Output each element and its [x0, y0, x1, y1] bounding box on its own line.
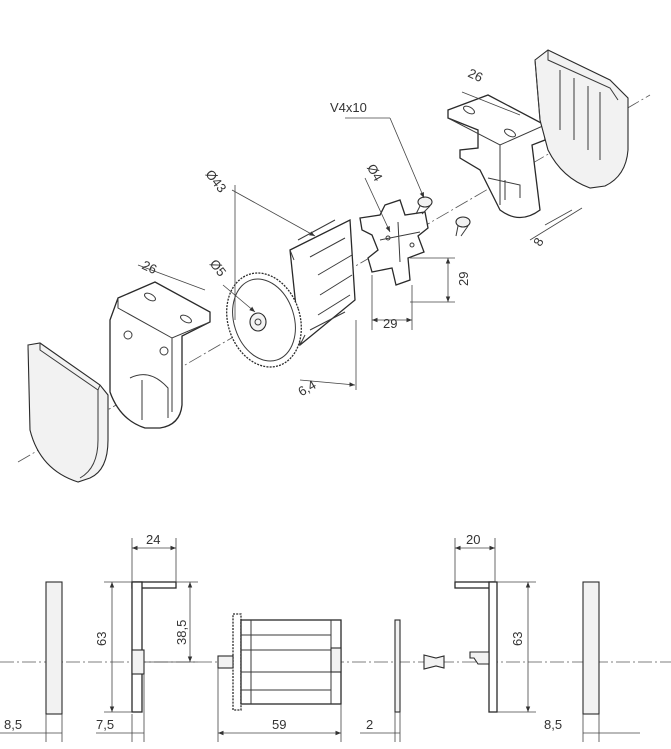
label-h63-right: 63 [510, 632, 525, 646]
left-cap-side [45, 581, 63, 715]
label-w26-right: 26 [466, 65, 485, 85]
label-8: 8 [530, 235, 547, 249]
label-d4: Ø4 [364, 161, 386, 184]
label-w24: 24 [146, 532, 160, 547]
left-bracket-side [131, 581, 177, 713]
pulley-drum [226, 218, 356, 368]
cross-plate [359, 199, 429, 286]
dimension-lines-side [0, 538, 640, 742]
screw-lower [455, 216, 471, 237]
cross-plate-side [394, 619, 401, 713]
label-w7-5: 7,5 [96, 717, 114, 732]
left-bracket [109, 281, 211, 429]
label-w8-5-right: 8,5 [544, 717, 562, 732]
label-h38-5: 38,5 [174, 620, 189, 645]
label-29-h: 29 [383, 316, 397, 331]
label-29-v: 29 [456, 272, 471, 286]
right-bracket [447, 94, 546, 219]
label-d5: Ø5 [207, 256, 229, 279]
label-6-4: 6,4 [295, 377, 318, 399]
right-cap-side [582, 581, 600, 715]
screw-upper [415, 196, 433, 215]
right-end-cap [534, 49, 629, 189]
label-w2: 2 [366, 717, 373, 732]
exploded-isometric-view: V4x10 Ø43 Ø5 Ø4 26 26 6,4 29 29 8 [17, 49, 651, 483]
label-screw: V4x10 [330, 100, 367, 115]
dimension-lines-iso [137, 91, 583, 390]
label-w8-5-left: 8,5 [4, 717, 22, 732]
right-bracket-side [454, 581, 498, 713]
label-w59: 59 [272, 717, 286, 732]
label-h63-left: 63 [94, 632, 109, 646]
pulley-side [217, 613, 342, 711]
screw-side [423, 654, 445, 670]
left-end-cap [27, 342, 109, 483]
label-d43: Ø43 [203, 167, 230, 196]
label-w20: 20 [466, 532, 480, 547]
label-w26-left: 26 [140, 257, 159, 277]
side-view: 24 20 63 38,5 63 8,5 7,5 59 2 8,5 [0, 532, 671, 742]
